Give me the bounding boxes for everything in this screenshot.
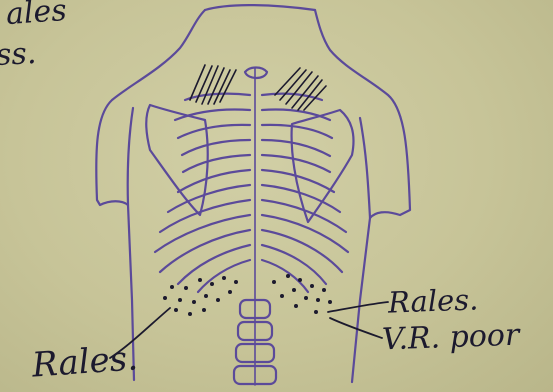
rales-label-right: Rales. [388, 285, 479, 317]
left-scapula [146, 105, 207, 215]
hatching-left [190, 65, 236, 104]
rales-dots-left [163, 276, 238, 316]
neck-top-line [205, 5, 315, 10]
hatching-right [275, 68, 326, 110]
rales-label-left: Rales. [31, 341, 139, 382]
vr-poor-label: V.R. poor [382, 321, 520, 356]
